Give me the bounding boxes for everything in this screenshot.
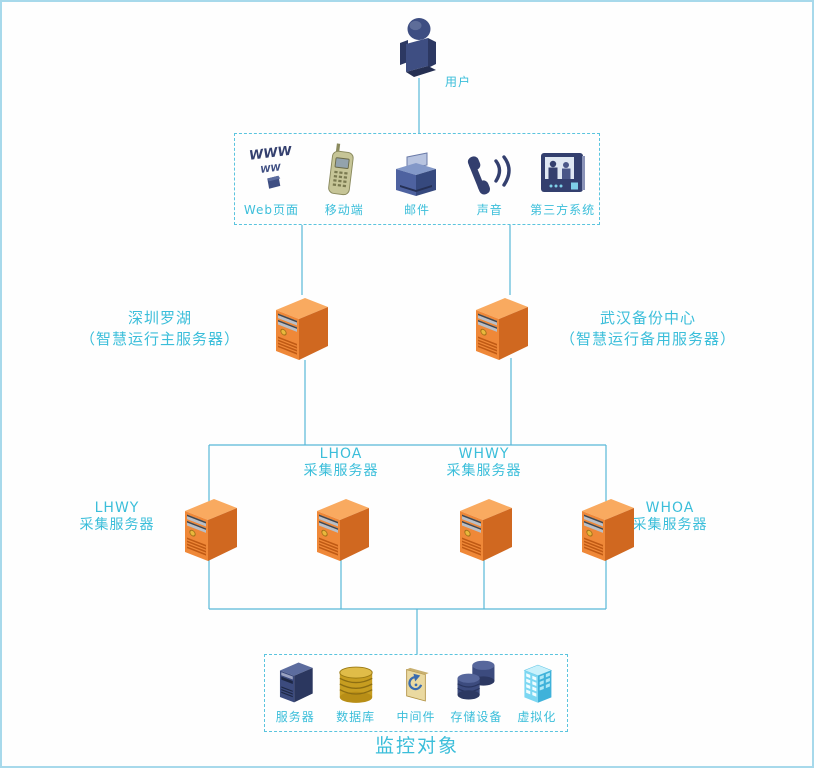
user-icon bbox=[396, 16, 440, 78]
collector-role: 采集服务器 bbox=[446, 463, 522, 479]
primary-server-name: 深圳罗湖 bbox=[127, 309, 192, 327]
collector-server-icon-lhwy bbox=[173, 494, 245, 564]
collector-label-lhoa: LHOA 采集服务器 bbox=[279, 446, 403, 480]
collector-label-lhwy: LHWY 采集服务器 bbox=[55, 500, 179, 534]
mail-icon bbox=[392, 152, 442, 198]
access-channels-group: Web页面 移动端 邮件 声音 第三方系统 bbox=[234, 133, 600, 225]
www-icon bbox=[247, 146, 295, 198]
collector-server-icon-whoa bbox=[570, 494, 642, 564]
channel-item-web: Web页面 bbox=[235, 134, 308, 224]
monitoring-label: 数据库 bbox=[336, 710, 376, 724]
database-icon bbox=[336, 663, 376, 705]
third-party-system-icon bbox=[538, 150, 588, 198]
collector-code: WHWY bbox=[458, 446, 510, 462]
primary-server-subtitle: （智慧运行主服务器） bbox=[79, 330, 240, 348]
backup-server-icon bbox=[464, 293, 536, 363]
channel-label: 声音 bbox=[476, 203, 503, 217]
server-icon bbox=[272, 659, 318, 705]
voice-icon bbox=[467, 148, 513, 198]
monitoring-item-server: 服务器 bbox=[265, 655, 325, 731]
monitoring-label: 服务器 bbox=[275, 710, 315, 724]
monitoring-item-storage: 存储设备 bbox=[446, 655, 506, 731]
monitoring-label: 存储设备 bbox=[450, 710, 503, 724]
channel-item-third-party: 第三方系统 bbox=[526, 134, 599, 224]
channel-label: 第三方系统 bbox=[530, 203, 596, 217]
collector-server-icon-whwy bbox=[448, 494, 520, 564]
collector-server-icon-lhoa bbox=[305, 494, 377, 564]
primary-server-icon bbox=[264, 293, 336, 363]
primary-server-label: 深圳罗湖 （智慧运行主服务器） bbox=[60, 308, 260, 350]
user-label: 用户 bbox=[444, 75, 471, 89]
collector-label-whoa: WHOA 采集服务器 bbox=[608, 500, 732, 534]
collector-label-whwy: WHWY 采集服务器 bbox=[422, 446, 546, 480]
channel-label: 邮件 bbox=[403, 203, 430, 217]
channel-item-mobile: 移动端 bbox=[308, 134, 381, 224]
monitoring-group: 服务器 数据库 中间件 存储设备 虚拟化 bbox=[264, 654, 568, 732]
collector-code: WHOA bbox=[645, 500, 695, 516]
channel-item-mail: 邮件 bbox=[381, 134, 454, 224]
storage-icon bbox=[453, 657, 499, 705]
middleware-icon bbox=[399, 663, 433, 705]
collector-code: LHWY bbox=[94, 500, 140, 516]
monitoring-label: 虚拟化 bbox=[517, 710, 557, 724]
virtualization-icon bbox=[519, 661, 555, 705]
backup-server-label: 武汉备份中心 （智慧运行备用服务器） bbox=[542, 308, 754, 350]
monitoring-item-database: 数据库 bbox=[325, 655, 385, 731]
collector-code: LHOA bbox=[319, 446, 363, 462]
monitoring-title: 监控对象 bbox=[374, 735, 459, 757]
channel-item-voice: 声音 bbox=[453, 134, 526, 224]
monitoring-item-virtualization: 虚拟化 bbox=[507, 655, 567, 731]
backup-server-subtitle: （智慧运行备用服务器） bbox=[559, 330, 736, 348]
channel-label: 移动端 bbox=[324, 203, 364, 217]
mobile-phone-icon bbox=[327, 142, 361, 198]
monitoring-label: 中间件 bbox=[396, 710, 436, 724]
channel-label: Web页面 bbox=[243, 203, 299, 217]
collector-role: 采集服务器 bbox=[632, 517, 708, 533]
collector-role: 采集服务器 bbox=[303, 463, 379, 479]
backup-server-name: 武汉备份中心 bbox=[599, 309, 696, 327]
collector-role: 采集服务器 bbox=[79, 517, 155, 533]
monitoring-item-middleware: 中间件 bbox=[386, 655, 446, 731]
